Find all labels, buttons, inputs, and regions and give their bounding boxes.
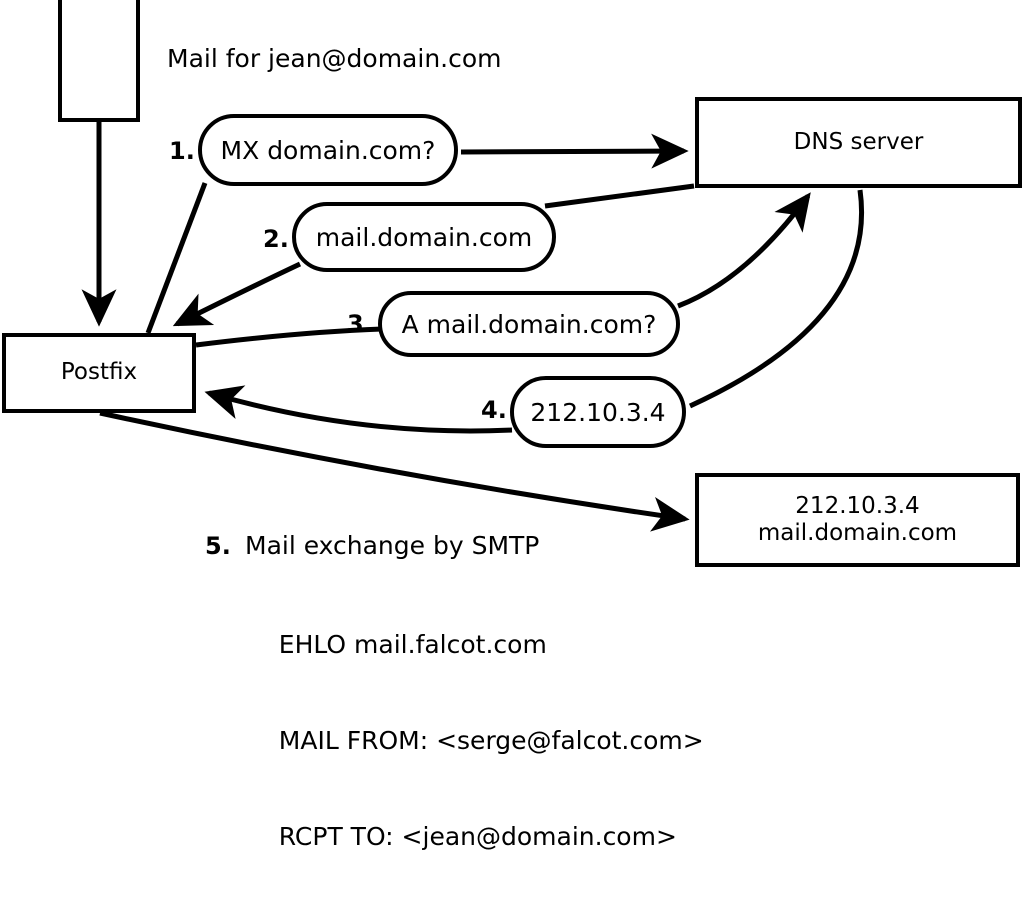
step-4-message-bubble[interactable]: 212.10.3.4 (510, 376, 686, 448)
step-1-message-bubble[interactable]: MX domain.com? (198, 114, 458, 186)
step-2-message-label: mail.domain.com (315, 222, 533, 252)
connector-bubble1-to-dns (460, 133, 689, 169)
mail-for-caption: Mail for jean@domain.com (167, 44, 502, 73)
connector-bubble3-to-dns (677, 192, 811, 309)
connector-postfix-to-mailserver (99, 410, 690, 532)
smtp-transcript: EHLO mail.falcot.com MAIL FROM: <serge@f… (247, 597, 704, 919)
step-3-message-label: A mail.domain.com? (401, 309, 657, 339)
step-4-message-label: 212.10.3.4 (530, 397, 666, 427)
mail-server-box-label: 212.10.3.4 mail.domain.com (757, 492, 958, 546)
dns-server-box[interactable]: DNS server (695, 97, 1022, 188)
connector-bubble4-to-postfix (204, 385, 513, 434)
connector-postfix-to-bubble3 (195, 326, 383, 348)
connector-bubble2-to-postfix (172, 261, 302, 327)
connector-dns-to-bubble4 (688, 189, 864, 409)
smtp-transcript-line-2: MAIL FROM: <serge@falcot.com> (278, 726, 704, 755)
step-5-label: Mail exchange by SMTP (245, 531, 540, 560)
step-1-message-label: MX domain.com? (220, 135, 436, 165)
step-1-number: 1. (169, 137, 195, 165)
smtp-transcript-line-1: EHLO mail.falcot.com (278, 630, 547, 659)
step-5-number: 5. (205, 532, 231, 560)
step-4-number: 4. (481, 396, 507, 424)
client-box[interactable] (58, 0, 140, 122)
step-3-message-bubble[interactable]: A mail.domain.com? (378, 291, 680, 357)
connector-postfix-to-bubble1 (145, 182, 208, 334)
mail-server-box[interactable]: 212.10.3.4 mail.domain.com (695, 473, 1020, 567)
dns-server-box-label: DNS server (793, 128, 924, 155)
smtp-transcript-line-3: RCPT TO: <jean@domain.com> (278, 822, 677, 851)
postfix-box[interactable]: Postfix (2, 333, 196, 413)
step-2-number: 2. (263, 225, 289, 253)
postfix-box-label: Postfix (60, 359, 138, 386)
connector-dns-to-bubble2 (544, 183, 695, 209)
step-3-number: 3. (347, 310, 373, 338)
step-2-message-bubble[interactable]: mail.domain.com (292, 202, 556, 272)
